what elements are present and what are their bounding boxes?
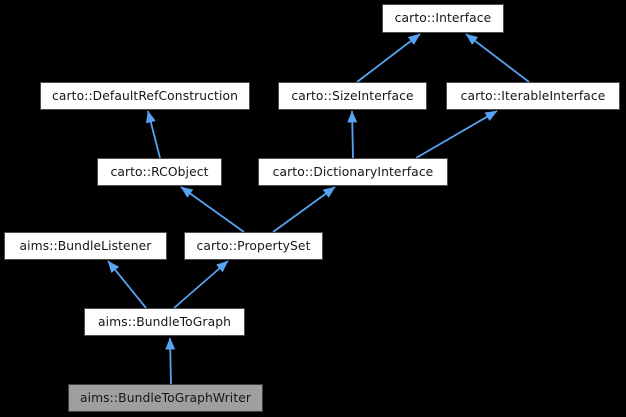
arrow-rcobject-to-defaultref [146, 110, 161, 159]
arrow-bundletograph-to-bundlelistener [107, 260, 147, 309]
arrow-dictionary-to-sizeinterface [347, 110, 358, 159]
class-node-carto-rcobject[interactable]: carto::RCObject [97, 158, 222, 186]
arrow-sizeinterface-to-interface [356, 33, 421, 83]
class-node-aims-bundletographwriter-current: aims::BundleToGraphWriter [68, 384, 263, 412]
arrow-iterableinterface-to-interface [465, 33, 530, 83]
class-node-aims-bundletograph[interactable]: aims::BundleToGraph [84, 308, 245, 336]
class-node-carto-dictionaryinterface[interactable]: carto::DictionaryInterface [258, 158, 448, 186]
arrow-propertyset-to-dictionary [272, 186, 336, 233]
class-node-carto-iterableinterface[interactable]: carto::IterableInterface [446, 82, 620, 110]
class-node-aims-bundlelistener[interactable]: aims::BundleListener [4, 232, 167, 260]
arrow-bundletograph-to-propertyset [173, 260, 229, 309]
arrow-propertyset-to-rcobject [180, 186, 245, 233]
arrow-writer-to-bundletograph [165, 337, 176, 385]
class-node-carto-propertyset[interactable]: carto::PropertySet [184, 232, 323, 260]
class-node-carto-interface[interactable]: carto::Interface [382, 4, 504, 33]
class-node-carto-sizeinterface[interactable]: carto::SizeInterface [278, 82, 427, 110]
class-node-carto-defaultrefconstruction[interactable]: carto::DefaultRefConstruction [40, 82, 250, 110]
arrow-dictionary-to-iterableinterface [415, 110, 498, 159]
